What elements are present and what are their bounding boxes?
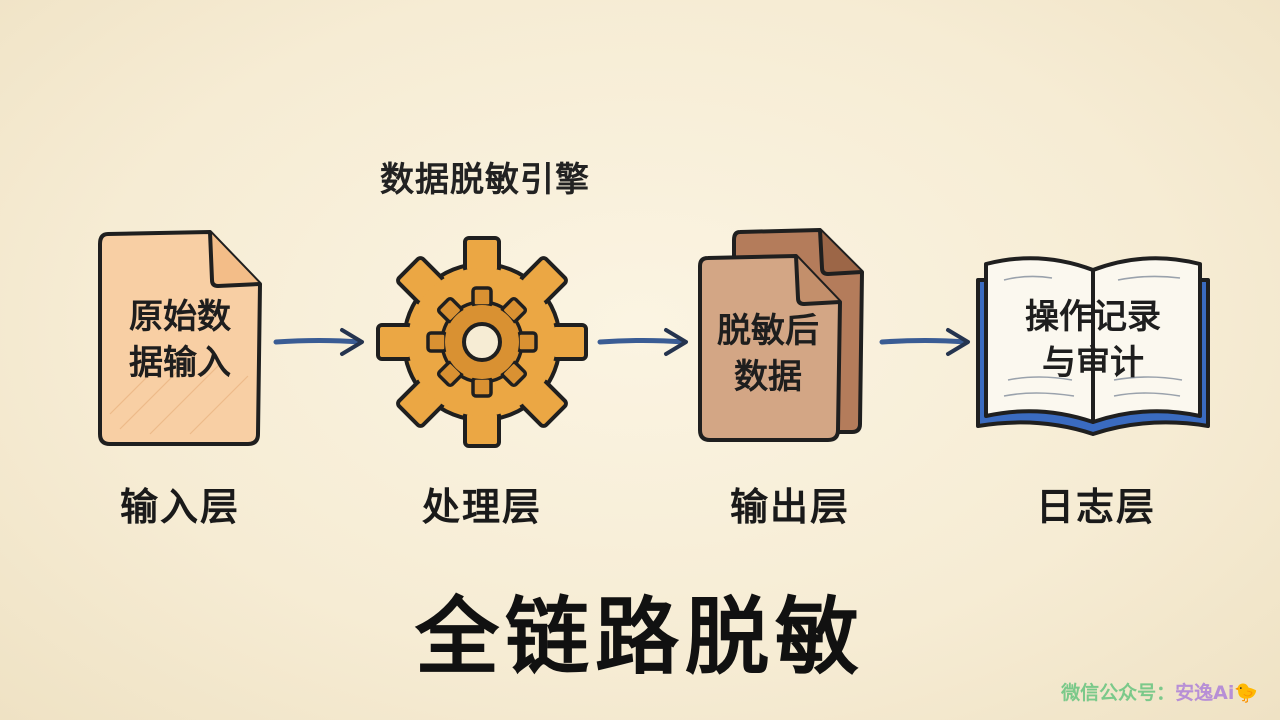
- layer-label-log: 日志层: [1035, 485, 1156, 529]
- layer-label-input: 输入层: [119, 485, 240, 529]
- input-node-text: 原始数 据输入: [129, 297, 231, 383]
- gear-icon: [376, 236, 588, 448]
- arrow-input-to-process: [273, 328, 364, 356]
- main-title: 全链路脱敏: [414, 588, 865, 686]
- open-book-icon: [976, 256, 1210, 436]
- watermark: 微信公众号：安逸Ai🐤: [1061, 678, 1258, 705]
- arrow-output-to-log: [879, 328, 970, 356]
- layer-label-output: 输出层: [729, 485, 850, 529]
- document-icon: [98, 230, 262, 446]
- stacked-documents-icon: [698, 228, 864, 442]
- layer-label-process: 处理层: [421, 485, 542, 529]
- log-node-text: 操作记录 与审计: [1025, 297, 1161, 383]
- watermark-prefix: 微信公众号：: [1061, 682, 1176, 704]
- arrow-process-to-output: [597, 328, 688, 356]
- output-node-text: 脱敏后 数据: [717, 311, 819, 397]
- chick-icon: 🐤: [1234, 682, 1258, 704]
- watermark-name: 安逸Ai: [1175, 682, 1235, 704]
- engine-label: 数据脱敏引擎: [380, 160, 590, 200]
